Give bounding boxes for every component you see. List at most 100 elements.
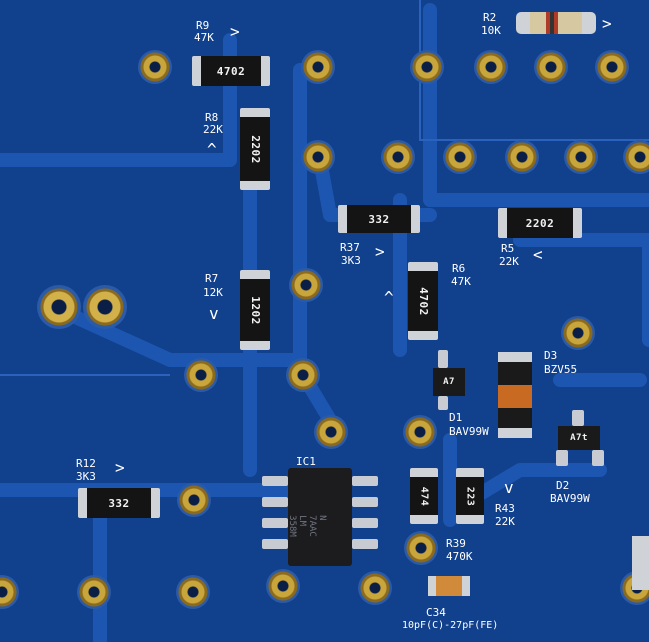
d1-value: BAV99W bbox=[449, 425, 489, 438]
r12-arrow: > bbox=[115, 458, 125, 477]
resistor-r43: 223 bbox=[456, 468, 484, 524]
diode-d2-code: A7t bbox=[570, 433, 588, 443]
r5-value: 22K bbox=[499, 255, 519, 268]
d3-ref: D3 bbox=[544, 349, 558, 362]
d2-pin-1 bbox=[572, 410, 584, 426]
resistor-r39: 474 bbox=[410, 468, 438, 524]
pad-20 bbox=[403, 415, 437, 449]
r12-value: 3K3 bbox=[76, 470, 96, 483]
ic1-ref: IC1 bbox=[296, 455, 316, 468]
r7-arrow: v bbox=[209, 304, 219, 323]
pad-7 bbox=[301, 140, 335, 174]
r39-value: 470K bbox=[446, 550, 473, 563]
r8-value: 22K bbox=[203, 123, 223, 136]
pad-18 bbox=[286, 358, 320, 392]
resistor-r39-code: 474 bbox=[418, 486, 430, 506]
diode-d1-code: A7 bbox=[443, 377, 455, 387]
pad-6 bbox=[595, 50, 629, 84]
r37-ref: R37 bbox=[340, 241, 360, 254]
resistor-r7-code: 1202 bbox=[248, 295, 262, 325]
pad-15 bbox=[83, 285, 127, 329]
pad-17 bbox=[184, 358, 218, 392]
r5-ref: R5 bbox=[501, 242, 515, 255]
r7-ref: R7 bbox=[205, 272, 219, 285]
resistor-r37-code: 332 bbox=[368, 212, 390, 226]
r8-arrow: ^ bbox=[207, 140, 217, 159]
c34-value: 10pF(C)-27pF(FE) bbox=[402, 620, 499, 631]
resistor-r37: 332 bbox=[338, 205, 420, 233]
ic1-pin-4 bbox=[262, 539, 288, 549]
ic1-pin-6 bbox=[352, 518, 378, 528]
pad-8 bbox=[381, 140, 415, 174]
r5-arrow: < bbox=[533, 245, 543, 264]
pad-9 bbox=[443, 140, 477, 174]
pad-14 bbox=[37, 285, 81, 329]
r9-value: 47K bbox=[194, 31, 214, 44]
r2-value: 10K bbox=[481, 24, 501, 37]
resistor-r43-code: 223 bbox=[464, 486, 476, 506]
ic1-pin-7 bbox=[352, 497, 378, 507]
r6-value: 47K bbox=[451, 275, 471, 288]
capacitor-c34 bbox=[428, 576, 470, 596]
r43-value: 22K bbox=[495, 515, 515, 528]
pad-1 bbox=[138, 50, 172, 84]
ic1-lm358: N 7AAC LM 358M bbox=[286, 468, 352, 566]
d2-value: BAV99W bbox=[550, 492, 590, 505]
diode-d3 bbox=[498, 352, 532, 438]
resistor-r8: 2202 bbox=[240, 108, 270, 190]
pad-24 bbox=[77, 575, 111, 609]
pad-5 bbox=[534, 50, 568, 84]
pad-10 bbox=[505, 140, 539, 174]
d1-pin-1 bbox=[438, 350, 448, 368]
pad-22 bbox=[404, 531, 438, 565]
r6-arrow: ^ bbox=[384, 288, 394, 307]
r2-arrow: > bbox=[602, 14, 612, 33]
r9-ref: R9 bbox=[196, 19, 210, 32]
r2-ref: R2 bbox=[483, 11, 497, 24]
resistor-r6: 4702 bbox=[408, 262, 438, 340]
d1-ref: D1 bbox=[449, 411, 463, 424]
diode-d1: A7 bbox=[433, 368, 465, 396]
resistor-r8-code: 2202 bbox=[248, 134, 262, 164]
pad-4 bbox=[474, 50, 508, 84]
resistor-r12-code: 332 bbox=[108, 496, 130, 510]
r7-value: 12K bbox=[203, 286, 223, 299]
c34-ref: C34 bbox=[426, 606, 446, 619]
ic1-pin-3 bbox=[262, 518, 288, 528]
pad-21 bbox=[177, 483, 211, 517]
r37-value: 3K3 bbox=[341, 254, 361, 267]
d1-pin-2 bbox=[438, 396, 448, 410]
r12-ref: R12 bbox=[76, 457, 96, 470]
r6-ref: R6 bbox=[452, 262, 466, 275]
pad-2 bbox=[301, 50, 335, 84]
r9-arrow: > bbox=[230, 22, 240, 41]
ic1-pin-2 bbox=[262, 497, 288, 507]
diode-d2: A7t bbox=[558, 426, 600, 450]
pad-25 bbox=[176, 575, 210, 609]
r43-ref: R43 bbox=[495, 502, 515, 515]
r37-arrow: > bbox=[375, 242, 385, 261]
resistor-r12: 332 bbox=[78, 488, 160, 518]
pad-11 bbox=[564, 140, 598, 174]
pad-27 bbox=[358, 571, 392, 605]
pad-13 bbox=[289, 268, 323, 302]
pad-12 bbox=[623, 140, 649, 174]
edge-pad bbox=[632, 536, 649, 590]
d3-value: BZV55 bbox=[544, 363, 578, 376]
r43-arrow: v bbox=[504, 478, 514, 497]
resistor-r9: 4702 bbox=[192, 56, 270, 86]
resistor-r2 bbox=[516, 12, 596, 34]
pad-19 bbox=[314, 415, 348, 449]
ic1-pin-5 bbox=[352, 539, 378, 549]
ic1-marking: N 7AAC LM 358M bbox=[286, 515, 327, 537]
resistor-r9-code: 4702 bbox=[216, 64, 246, 78]
ic1-pin-8 bbox=[352, 476, 378, 486]
pad-23 bbox=[0, 575, 19, 609]
resistor-r6-code: 4702 bbox=[416, 286, 430, 316]
d2-pin-3 bbox=[592, 450, 604, 466]
pad-3 bbox=[410, 50, 444, 84]
pad-26 bbox=[266, 569, 300, 603]
r39-ref: R39 bbox=[446, 537, 466, 550]
resistor-r7: 1202 bbox=[240, 270, 270, 350]
